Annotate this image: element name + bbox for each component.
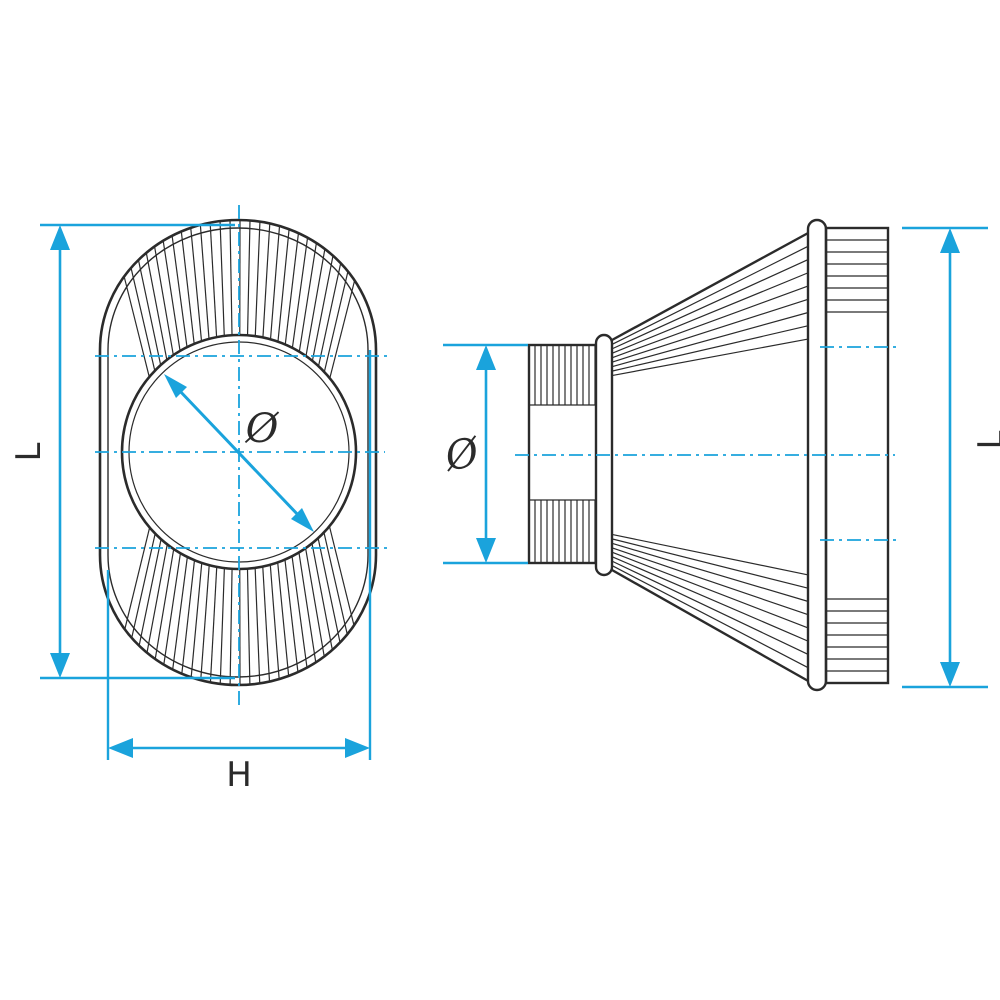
cone-rib-top <box>611 258 811 350</box>
h-arrow-left <box>108 738 133 758</box>
large-collar-ribs <box>826 239 888 672</box>
cone-rib-bottom <box>611 533 811 576</box>
h-arrow-right <box>345 738 370 758</box>
label-length-left: L <box>9 442 49 461</box>
cone-bottom-edge <box>611 568 811 684</box>
circle-arrow-top <box>164 374 187 398</box>
d-side-arrow-bottom <box>476 538 496 563</box>
d-side-arrow-top <box>476 345 496 370</box>
small-collar-ribs <box>529 345 599 563</box>
cone-rib-bottom <box>611 538 811 590</box>
l-left-arrow-top <box>50 225 70 250</box>
cone-ribs <box>611 244 811 670</box>
label-length-right: L <box>971 430 1000 449</box>
cone-rib-bottom <box>611 542 811 603</box>
circle-diameter-line <box>176 387 302 519</box>
l-left-arrow-bottom <box>50 653 70 678</box>
front-view <box>98 218 378 687</box>
dimensions <box>40 205 988 760</box>
label-diameter-front: Ø <box>245 406 280 452</box>
circle-arrow-bottom <box>291 508 314 532</box>
cone-top-edge <box>611 230 811 342</box>
cone-rib-bottom <box>611 551 811 630</box>
cone-rib-top <box>611 284 811 359</box>
cone-rib-bottom <box>611 560 811 656</box>
cone-rib-top <box>611 338 811 377</box>
front-inner-oval <box>107 227 369 678</box>
side-view <box>527 218 890 692</box>
cone-rib-top <box>611 311 811 368</box>
cone-rib-top <box>611 271 811 354</box>
cone-rib-top <box>611 244 811 345</box>
cone-rib-top <box>611 324 811 372</box>
cone-rib-bottom <box>611 556 811 643</box>
front-outer-oval <box>98 218 378 687</box>
cone-rib-top <box>611 298 811 363</box>
label-diameter-side: Ø <box>441 429 483 480</box>
l-right-arrow-top <box>940 228 960 253</box>
cone-rib-bottom <box>611 565 811 670</box>
cone-rib-bottom <box>611 547 811 616</box>
l-right-arrow-bottom <box>940 662 960 687</box>
label-width-bottom: H <box>226 755 252 795</box>
